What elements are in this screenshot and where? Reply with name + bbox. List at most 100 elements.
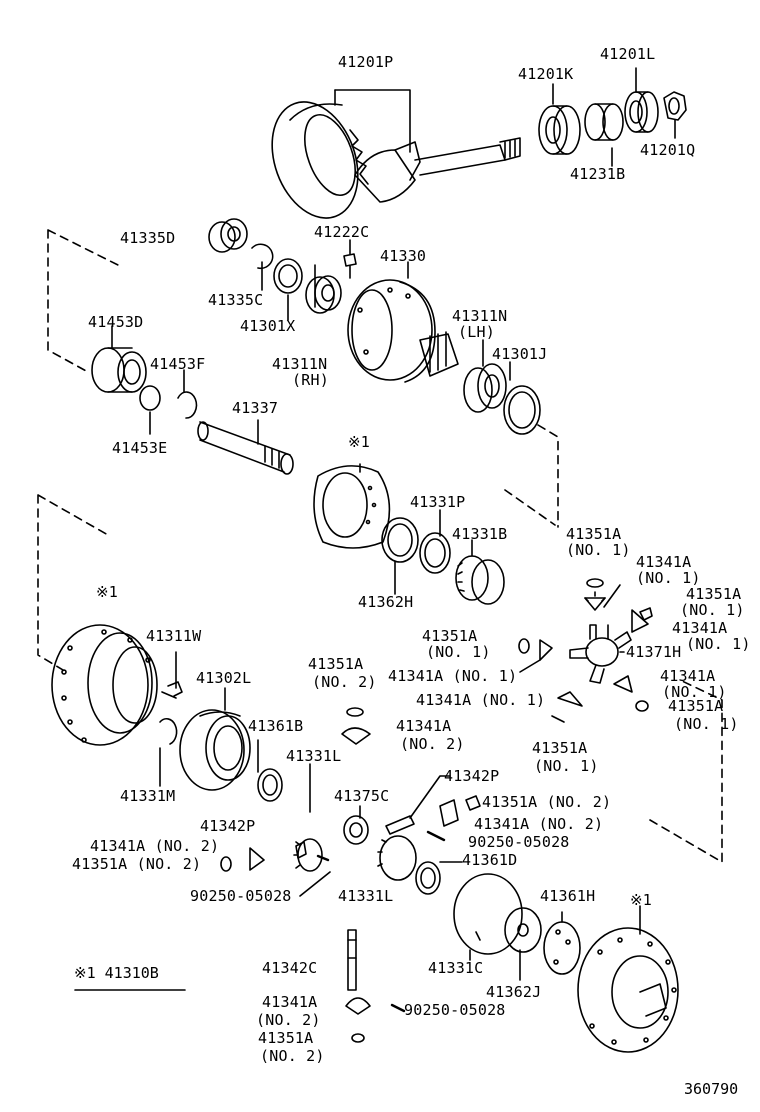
pinion-41341a-low (557, 691, 583, 707)
callout-label: (NO. 1) (686, 635, 751, 653)
callout-label: 90250-05028 (404, 1001, 506, 1019)
callout-label: 41362J (486, 983, 542, 1001)
washer-41351a-lowright (635, 700, 649, 712)
callout-label: 41341A (NO. 2) (474, 815, 604, 833)
callout-label: 41201K (518, 65, 574, 83)
ring-gear-drive-pinion (271, 89, 521, 219)
shaft-41337 (197, 421, 294, 475)
callout-label: 41362H (358, 593, 414, 611)
callout-label: (NO. 1) (680, 601, 745, 619)
bolt-41311w (161, 681, 183, 699)
note-41310b: ※1 41310B (74, 964, 159, 982)
callout-label: 41341A (636, 553, 692, 571)
pin-41342p-lower (295, 841, 307, 859)
differential-case-41330 (347, 279, 459, 383)
washer-41351a-no2-bottom (351, 1033, 365, 1043)
callout-label: 41201Q (640, 141, 696, 159)
differential-case-half-upper (313, 463, 391, 549)
callout-label: (NO. 2) (260, 1047, 325, 1065)
callout-label: ※1 (96, 583, 118, 601)
callout-label: (NO. 2) (256, 1011, 321, 1029)
callout-label: 41341A (NO. 1) (416, 691, 546, 709)
callout-label: 41331M (120, 787, 176, 805)
callout-label: 41361B (248, 717, 304, 735)
callout-label: 90250-05028 (468, 833, 570, 851)
callout-label: (NO. 2) (400, 735, 465, 753)
ring-41453e (139, 385, 161, 411)
callout-label: 41341A (660, 667, 716, 685)
callout-label: 41371H (626, 643, 682, 661)
callout-label: 41341A (NO. 2) (90, 837, 220, 855)
pin-41342c (347, 929, 357, 991)
shim-41301x (273, 258, 303, 294)
callout-label: 41301X (240, 317, 296, 335)
shim-41301j (503, 385, 541, 435)
callout-label: 41311N (272, 355, 328, 373)
callout-label: 41342P (444, 767, 500, 785)
callout-label: (NO. 1) (662, 683, 727, 701)
side-gear-41331l-lower (377, 835, 417, 881)
callout-label: (NO. 1) (426, 643, 491, 661)
pin-90250-lower (316, 854, 330, 862)
snap-ring-41335c (251, 243, 274, 270)
pinion-41341a-lowright (613, 675, 633, 693)
callout-label: 41331B (452, 525, 508, 543)
spacer-41231b (584, 103, 624, 141)
washer-41351a-no2-upper (346, 707, 364, 717)
callout-label: 41351A (308, 655, 364, 673)
snap-ring-41453f (177, 391, 198, 419)
bearing-41201l (624, 91, 659, 133)
differential-case-41310b-right (577, 927, 679, 1053)
callout-label: 41341A (NO. 1) (388, 667, 518, 685)
callout-label: 41331L (338, 887, 394, 905)
callout-label: 41351A (566, 525, 622, 543)
washer-41351a-no2-left (220, 856, 232, 872)
callout-label: 41222C (314, 223, 370, 241)
callout-label: 41341A (396, 717, 452, 735)
pinion-41341a-right (631, 609, 649, 633)
callout-label: 41361H (540, 887, 596, 905)
callout-label: ※1 (630, 891, 652, 909)
callout-label: 41330 (380, 247, 427, 265)
callout-label: 41453E (112, 439, 168, 457)
callout-label: 41231B (570, 165, 626, 183)
callout-label: 41335D (120, 229, 176, 247)
callout-label: 41342P (200, 817, 256, 835)
callout-label: 41201L (600, 45, 656, 63)
callout-label: (NO. 1) (566, 541, 631, 559)
pin-41342p-upper (385, 815, 415, 835)
callout-label: 41351A (668, 697, 724, 715)
pinion-41341a-upper (584, 591, 606, 611)
callout-label: 41311N (452, 307, 508, 325)
washer-41351a-upper (586, 578, 604, 588)
pinion-41341a-no2-left (249, 847, 265, 871)
snap-ring-41331c (453, 873, 523, 955)
callout-label: 41351A (258, 1029, 314, 1047)
callout-label: 41342C (262, 959, 318, 977)
callout-label: 41351A (422, 627, 478, 645)
bolt-41222c (343, 253, 357, 279)
pinion-41341a-no2-bottom (345, 997, 371, 1015)
callout-label: ※1 (348, 433, 370, 451)
spacer-41375c (343, 815, 369, 845)
nut-41201q (663, 91, 687, 121)
callout-label: 41201P (338, 53, 394, 71)
callout-label: (NO. 1) (674, 715, 739, 733)
callout-label: 41351A (NO. 2) (482, 793, 612, 811)
bearing-41335d (208, 218, 248, 253)
callout-label: 41331L (286, 747, 342, 765)
spider-41371h (569, 624, 632, 684)
case-41302l (179, 709, 251, 791)
pin-90250-upper (426, 830, 446, 842)
callout-label: (NO. 1) (534, 757, 599, 775)
callout-label: 41351A (532, 739, 588, 757)
washer-41351a-right (639, 607, 653, 621)
callout-label: 41337 (232, 399, 279, 417)
callout-label: 41331C (428, 959, 484, 977)
pinion-41341a-no2-upper (341, 727, 371, 745)
washer-41351a-left (518, 638, 530, 654)
callout-label: 41361D (462, 851, 518, 869)
callout-label: (NO. 1) (636, 569, 701, 587)
washer-41361h (543, 921, 581, 975)
pinion-41341a-left (539, 639, 553, 661)
